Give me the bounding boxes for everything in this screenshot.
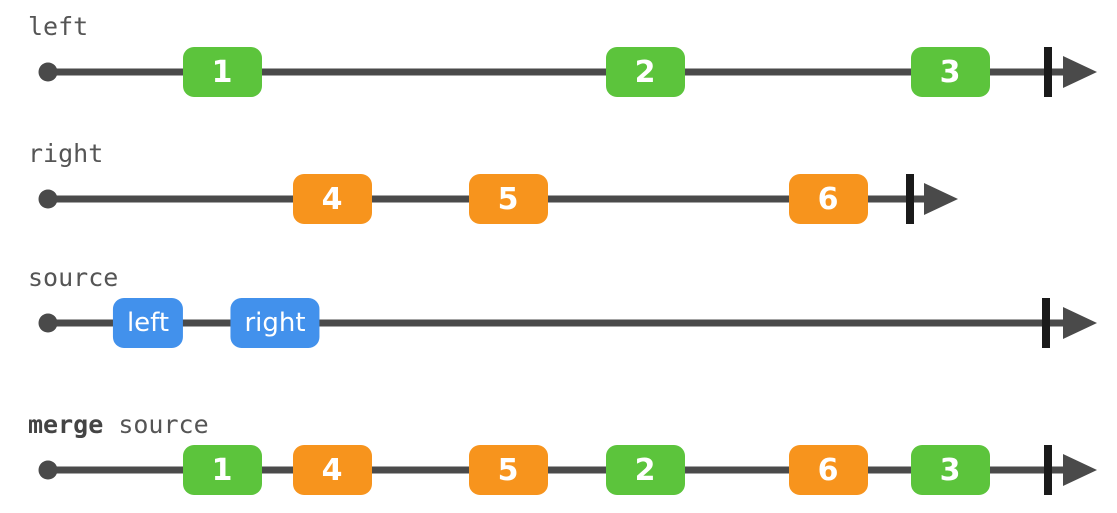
marble-value: 4 [321, 181, 343, 217]
stream-name: left [28, 12, 89, 41]
arrow-head-icon [924, 183, 958, 215]
row-label: merge source [28, 412, 209, 437]
marble-value: 3 [939, 54, 961, 90]
row-label: right [28, 141, 103, 166]
complete-bar [1044, 47, 1052, 97]
row-label: source [28, 265, 118, 290]
marble[interactable]: right [230, 298, 320, 348]
marble[interactable]: 3 [910, 47, 990, 97]
row-label: left [28, 14, 88, 39]
start-dot [38, 189, 58, 209]
marble[interactable]: 5 [468, 445, 548, 495]
start-dot [38, 62, 58, 82]
complete-bar [906, 174, 914, 224]
marble[interactable]: 2 [605, 47, 685, 97]
complete-bar [1044, 445, 1052, 495]
marble-value: 3 [939, 452, 961, 488]
arrow-head-icon [1063, 454, 1097, 486]
marble[interactable]: 4 [292, 445, 372, 495]
marble[interactable]: 1 [182, 47, 262, 97]
marble-value: 5 [497, 181, 519, 217]
stream-name: right [28, 139, 104, 168]
operator-name: merge [28, 410, 104, 439]
marble-value: 5 [497, 452, 519, 488]
marble-value: 6 [817, 181, 839, 217]
marble-value: 1 [211, 452, 233, 488]
start-dot [38, 313, 58, 333]
marble[interactable]: 6 [788, 445, 868, 495]
stream-name: source [28, 263, 119, 292]
complete-bar [1042, 298, 1050, 348]
stream-name: source [118, 410, 209, 439]
marble-value: right [244, 308, 306, 338]
marble-value: left [126, 308, 170, 338]
marble[interactable]: 5 [468, 174, 548, 224]
marble[interactable]: 2 [605, 445, 685, 495]
start-dot [38, 460, 58, 480]
marble-value: 2 [634, 54, 656, 90]
marble[interactable]: 4 [292, 174, 372, 224]
arrow-head-icon [1063, 307, 1097, 339]
arrow-head-icon [1063, 56, 1097, 88]
marble-value: 2 [634, 452, 656, 488]
marble[interactable]: 3 [910, 445, 990, 495]
marble-value: 1 [211, 54, 233, 90]
marble-value: 4 [321, 452, 343, 488]
marble[interactable]: left [112, 298, 184, 348]
marble[interactable]: 6 [788, 174, 868, 224]
marble-value: 6 [817, 452, 839, 488]
marble[interactable]: 1 [182, 445, 262, 495]
